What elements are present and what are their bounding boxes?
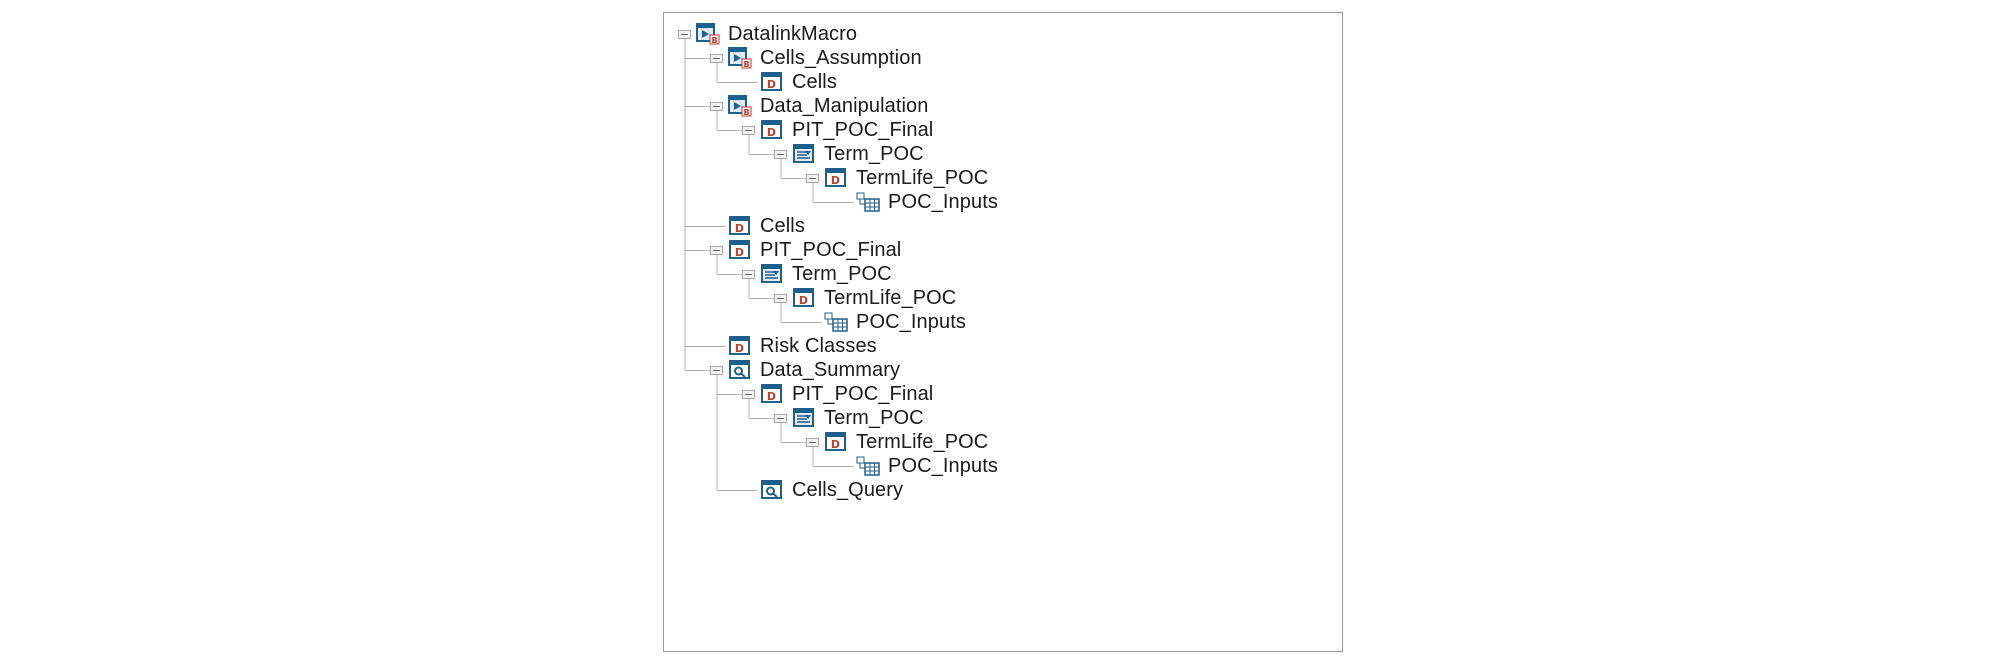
tree-node-data-manipulation[interactable]: B Data_Manipulation: [710, 93, 928, 119]
svg-text:D: D: [735, 246, 744, 259]
macro-icon: B: [728, 95, 752, 117]
table-link-icon: [856, 455, 880, 477]
dataset-icon: D: [824, 167, 848, 189]
svg-text:D: D: [767, 78, 776, 91]
query-icon: [760, 479, 784, 501]
tree-node-label: Cells: [792, 70, 837, 93]
tree-node-label: PIT_POC_Final: [792, 382, 934, 405]
tree-node-cells[interactable]: D Cells: [710, 213, 805, 239]
query-icon: [728, 359, 752, 381]
svg-text:B: B: [711, 36, 717, 45]
tree-node-term-poc[interactable]: Term_POC: [774, 405, 924, 431]
dataset-icon: D: [760, 383, 784, 405]
svg-text:D: D: [767, 390, 776, 403]
tree-node-label: TermLife_POC: [856, 166, 989, 189]
tree-node-label: POC_Inputs: [856, 310, 966, 333]
tree-node-pit-poc-final[interactable]: D PIT_POC_Final: [710, 237, 901, 263]
tree-node-cells-assumption[interactable]: B Cells_Assumption: [710, 45, 922, 71]
tree-node-termlife-poc[interactable]: D TermLife_POC: [806, 165, 988, 191]
tree-node-pit-poc-final[interactable]: D PIT_POC_Final: [742, 117, 933, 143]
tree-node-risk-classes[interactable]: D Risk Classes: [710, 333, 877, 359]
collapse-toggle[interactable]: [742, 125, 755, 135]
collapse-toggle[interactable]: [806, 437, 819, 447]
tree-node-datalinkmacro[interactable]: B DatalinkMacro: [678, 21, 857, 47]
svg-text:D: D: [767, 126, 776, 139]
tree-node-label: Cells_Query: [792, 478, 904, 501]
dataset-icon: D: [728, 335, 752, 357]
collapse-toggle[interactable]: [806, 173, 819, 183]
tree-node-label: TermLife_POC: [856, 430, 989, 453]
table-link-icon: [856, 191, 880, 213]
svg-text:D: D: [735, 222, 744, 235]
tree-node-label: Data_Summary: [760, 358, 901, 381]
tree-node-label: Term_POC: [824, 406, 924, 429]
collapse-toggle[interactable]: [774, 149, 787, 159]
tree-node-label: PIT_POC_Final: [760, 238, 902, 261]
collapse-toggle[interactable]: [774, 293, 787, 303]
tree-node-poc-inputs[interactable]: POC_Inputs: [806, 309, 966, 335]
macro-icon: B: [728, 47, 752, 69]
dataset-icon: D: [760, 71, 784, 93]
collapse-toggle[interactable]: [710, 101, 723, 111]
tree-node-label: TermLife_POC: [824, 286, 957, 309]
svg-text:D: D: [799, 294, 808, 307]
tree-node-label: Data_Manipulation: [760, 94, 929, 117]
tree-node-cells-query[interactable]: Cells_Query: [742, 477, 903, 503]
filter-icon: [760, 263, 784, 285]
tree-node-label: POC_Inputs: [888, 190, 998, 213]
tree-node-term-poc[interactable]: Term_POC: [742, 261, 892, 287]
tree-node-cells[interactable]: D Cells: [742, 69, 837, 95]
tree-node-label: Cells_Assumption: [760, 46, 922, 69]
tree-node-label: Term_POC: [792, 262, 892, 285]
collapse-toggle[interactable]: [774, 413, 787, 423]
collapse-toggle[interactable]: [710, 245, 723, 255]
tree-node-label: PIT_POC_Final: [792, 118, 934, 141]
filter-icon: [792, 143, 816, 165]
svg-text:B: B: [743, 108, 749, 117]
dataset-icon: D: [792, 287, 816, 309]
tree-node-label: Term_POC: [824, 142, 924, 165]
tree-connector-lines: [684, 39, 854, 491]
tree-node-termlife-poc[interactable]: D TermLife_POC: [774, 285, 956, 311]
tree-node-label: Cells: [760, 214, 805, 237]
collapse-toggle[interactable]: [710, 53, 723, 63]
tree-node-poc-inputs[interactable]: POC_Inputs: [838, 189, 998, 215]
collapse-toggle[interactable]: [742, 269, 755, 279]
tree-node-pit-poc-final[interactable]: D PIT_POC_Final: [742, 381, 933, 407]
tree-view-panel: B DatalinkMacro B Cells_Assumption D Cel…: [663, 12, 1343, 652]
tree-node-termlife-poc[interactable]: D TermLife_POC: [806, 429, 988, 455]
tree-node-data-summary[interactable]: Data_Summary: [710, 357, 900, 383]
collapse-toggle[interactable]: [710, 365, 723, 375]
svg-text:D: D: [831, 438, 840, 451]
dataset-icon: D: [824, 431, 848, 453]
svg-text:B: B: [743, 60, 749, 69]
filter-icon: [792, 407, 816, 429]
collapse-toggle[interactable]: [742, 389, 755, 399]
svg-text:D: D: [735, 342, 744, 355]
dataset-icon: D: [728, 215, 752, 237]
tree-node-poc-inputs[interactable]: POC_Inputs: [838, 453, 998, 479]
macro-icon: B: [696, 23, 720, 45]
tree-node-term-poc[interactable]: Term_POC: [774, 141, 924, 167]
tree-node-label: Risk Classes: [760, 334, 877, 357]
table-link-icon: [824, 311, 848, 333]
dataset-icon: D: [760, 119, 784, 141]
tree-node-label: DatalinkMacro: [728, 22, 858, 45]
tree-node-label: POC_Inputs: [888, 454, 998, 477]
collapse-toggle[interactable]: [678, 29, 691, 39]
svg-text:D: D: [831, 174, 840, 187]
dataset-icon: D: [728, 239, 752, 261]
